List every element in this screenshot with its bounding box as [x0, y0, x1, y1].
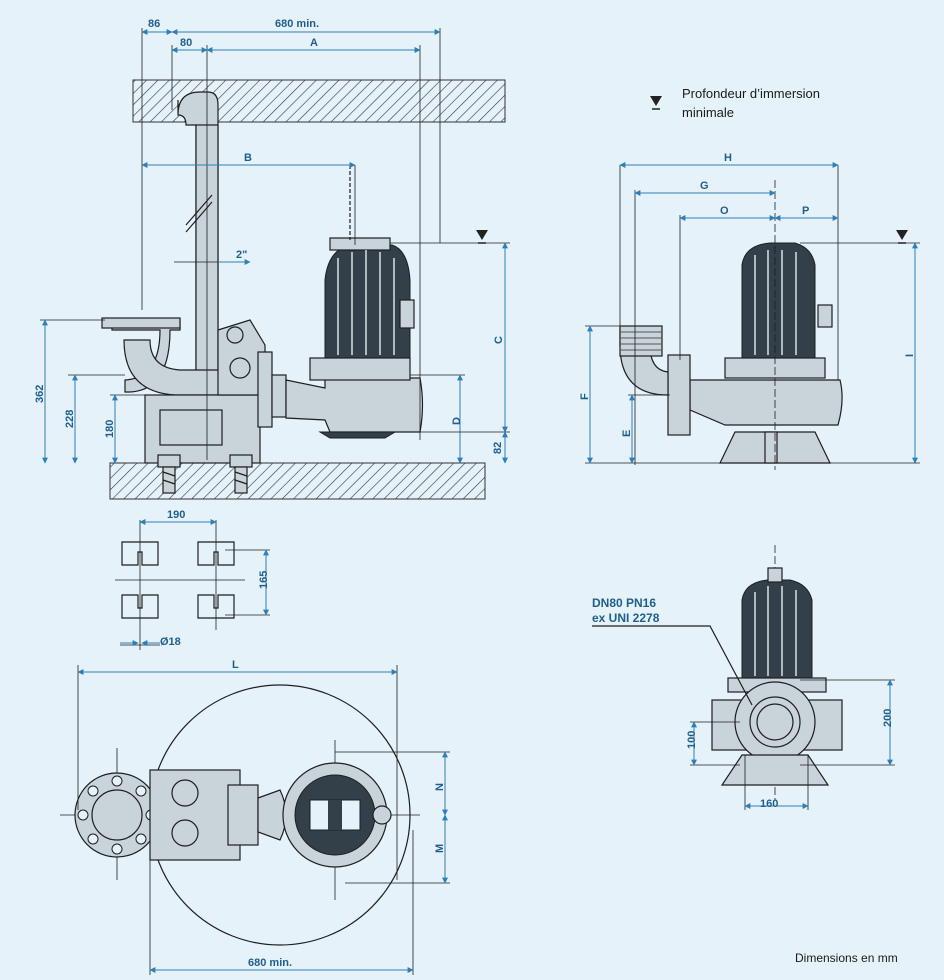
outlet-view: DN80 PN16 ex UNI 2278 200 100 160	[592, 545, 895, 810]
dim-165: 165	[258, 571, 270, 589]
immersion-marker-side	[390, 230, 510, 244]
dim-200: 200	[882, 709, 894, 727]
dim-2in: 2"	[236, 249, 247, 261]
pump-motor	[324, 244, 411, 361]
dim-D: D	[451, 417, 463, 425]
front-view: H G O P I F E	[579, 152, 920, 470]
anchor-bolts	[157, 454, 253, 494]
dim-G: G	[700, 180, 709, 192]
outlet-flange	[734, 681, 816, 763]
dim-100: 100	[686, 731, 698, 749]
immersion-label-line1: Profondeur d’immersion	[682, 86, 820, 101]
dim-M: M	[434, 844, 446, 853]
dim-C: C	[493, 336, 505, 344]
dim-E: E	[621, 430, 633, 437]
dim-L: L	[232, 659, 239, 671]
flange-label-line1: DN80 PN16	[592, 596, 656, 610]
dim-160: 160	[760, 798, 778, 810]
dim-O: O	[720, 205, 729, 217]
dim-A: A	[310, 37, 318, 49]
dim-N: N	[434, 783, 446, 791]
duckfoot-base	[144, 394, 261, 464]
side-view: 86 680 min. 80 A B 2" C D 82 362 228	[34, 18, 510, 500]
dim-180: 180	[104, 420, 116, 438]
dim-82: 82	[492, 442, 504, 454]
dim-F: F	[579, 393, 591, 400]
front-motor	[741, 242, 816, 361]
flange-label-line2: ex UNI 2278	[592, 611, 660, 625]
dim-680-min-bottom: 680 min.	[248, 957, 292, 969]
base-plate-view: 190 165 Ø18	[115, 509, 270, 650]
dim-680-min-top: 680 min.	[275, 18, 319, 30]
dim-H: H	[724, 152, 732, 164]
immersion-marker-front	[800, 230, 920, 244]
units-note: Dimensions en mm	[795, 951, 898, 965]
dim-362: 362	[34, 385, 46, 403]
pump-volute	[285, 377, 424, 433]
immersion-label-line2: minimale	[682, 105, 734, 120]
dim-190: 190	[167, 509, 185, 521]
dim-86: 86	[148, 18, 160, 30]
dim-228: 228	[64, 410, 76, 428]
plan-view: L N M 680 min.	[60, 659, 450, 975]
dim-I: I	[904, 354, 916, 357]
dim-B: B	[244, 152, 252, 164]
dim-80: 80	[180, 37, 192, 49]
dim-P: P	[802, 205, 809, 217]
immersion-legend: Profondeur d’immersion minimale	[650, 86, 820, 120]
dim-hole-diameter: Ø18	[160, 636, 181, 648]
